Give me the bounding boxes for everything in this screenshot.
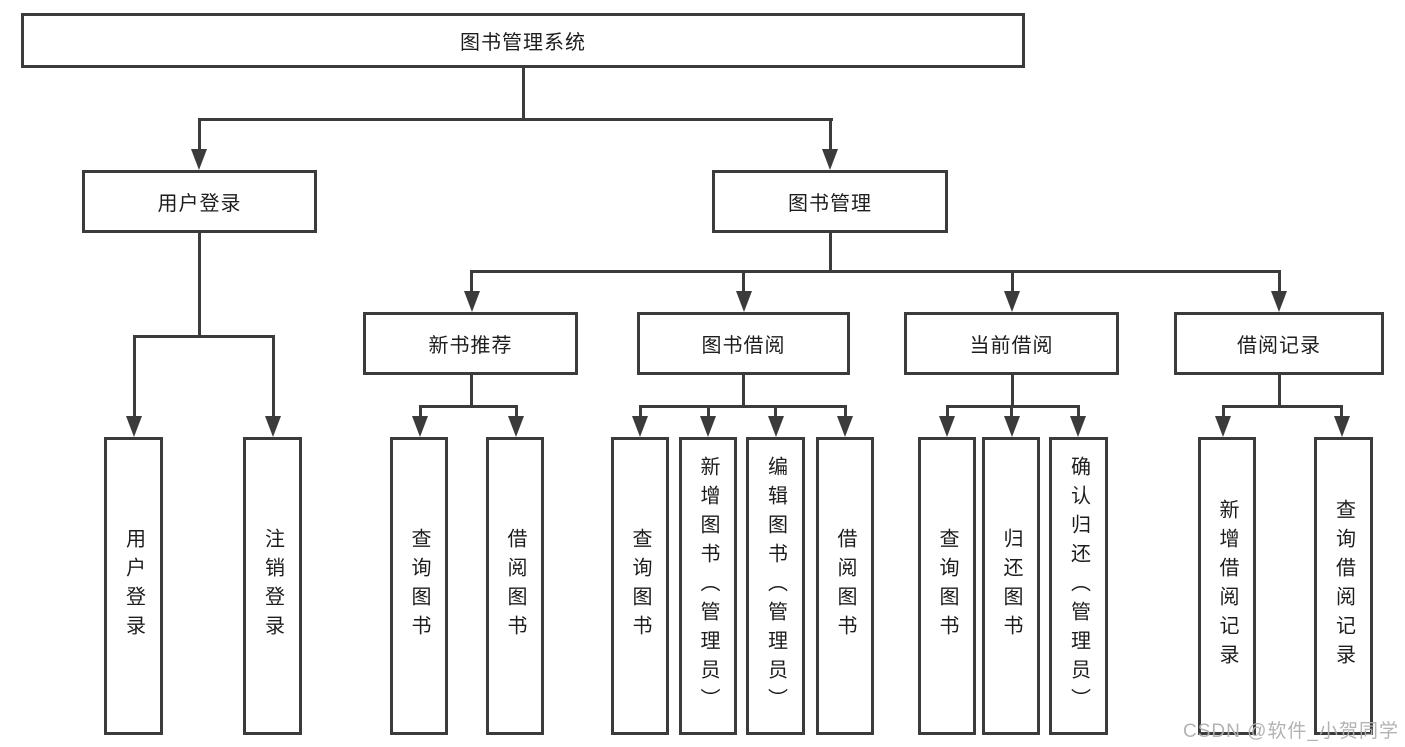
leaf-label: 注销登录 xyxy=(261,528,284,644)
arrow-down-icon xyxy=(700,416,716,437)
leaf-label: 新增借阅记录 xyxy=(1216,499,1238,673)
arrow-down-icon xyxy=(463,291,480,312)
leaf-query-book-recommend: 查询图书 xyxy=(390,437,448,735)
leaf-user-login: 用户登录 xyxy=(104,437,163,735)
arrow-down-icon xyxy=(767,416,784,437)
leaf-query-borrow-record: 查询借阅记录 xyxy=(1314,437,1373,735)
connector-line xyxy=(945,405,949,420)
node-book-borrow: 图书借阅 xyxy=(637,312,850,375)
connector-line xyxy=(271,335,275,420)
node-new-book-recommend: 新书推荐 xyxy=(363,312,578,375)
node-root: 图书管理系统 xyxy=(21,13,1025,68)
connector-records-drop xyxy=(1277,375,1281,408)
leaf-add-borrow-record: 新增借阅记录 xyxy=(1198,437,1256,735)
arrow-down-icon xyxy=(191,149,207,170)
leaf-add-book-admin: 新增图书（管理员） xyxy=(679,437,737,735)
connector-root-drop xyxy=(521,68,525,120)
leaf-return-book: 归还图书 xyxy=(982,437,1040,735)
connector-level2-rail xyxy=(197,118,833,121)
node-user-login: 用户登录 xyxy=(82,170,317,233)
node-label: 用户登录 xyxy=(157,193,242,215)
leaf-label: 查询图书 xyxy=(629,528,651,644)
csdn-watermark: CSDN @软件_小贺同学 xyxy=(1183,721,1399,742)
arrow-down-icon xyxy=(508,416,524,437)
leaf-query-book-borrow: 查询图书 xyxy=(611,437,669,735)
arrow-down-icon xyxy=(632,416,648,437)
connector-line xyxy=(1076,405,1080,420)
arrow-down-icon xyxy=(1215,416,1231,437)
node-current-borrow: 当前借阅 xyxy=(904,312,1119,375)
leaf-label: 用户登录 xyxy=(122,528,145,644)
leaf-label: 借阅图书 xyxy=(834,528,856,644)
connector-line xyxy=(742,270,745,295)
connector-line xyxy=(470,270,473,295)
connector-line xyxy=(197,118,201,156)
arrow-down-icon xyxy=(126,416,142,437)
connector-records-rail xyxy=(1221,405,1342,408)
connector-recommend-rail xyxy=(418,405,518,408)
connector-line xyxy=(132,335,136,420)
leaf-label: 查询图书 xyxy=(408,528,430,644)
arrow-down-icon xyxy=(1070,416,1086,437)
arrow-down-icon xyxy=(822,149,838,170)
leaf-label: 编辑图书（管理员） xyxy=(764,455,787,717)
connector-line xyxy=(1340,405,1343,420)
connector-recommend-drop xyxy=(470,375,473,408)
connector-line xyxy=(1221,405,1225,420)
connector-userlogin-rail xyxy=(132,335,275,338)
node-label: 新书推荐 xyxy=(428,335,513,357)
leaf-label: 归还图书 xyxy=(1000,528,1022,644)
leaf-borrow-book: 借阅图书 xyxy=(816,437,874,735)
arrow-down-icon xyxy=(412,416,428,437)
arrow-down-icon xyxy=(837,416,853,437)
node-book-management: 图书管理 xyxy=(712,170,948,233)
connector-line xyxy=(638,405,642,420)
leaf-query-book-current: 查询图书 xyxy=(918,437,976,735)
leaf-borrow-book-recommend: 借阅图书 xyxy=(486,437,544,735)
connector-line xyxy=(1010,270,1014,295)
leaf-label: 新增图书（管理员） xyxy=(697,455,719,717)
connector-line xyxy=(418,405,422,420)
connector-level3-rail xyxy=(470,270,1281,273)
connector-line xyxy=(1010,405,1013,420)
arrow-down-icon xyxy=(1333,416,1350,437)
node-borrow-records: 借阅记录 xyxy=(1174,312,1384,375)
arrow-down-icon xyxy=(1271,291,1287,312)
arrow-down-icon xyxy=(1004,291,1020,312)
node-label: 图书管理 xyxy=(788,193,872,215)
node-label: 图书借阅 xyxy=(701,335,786,357)
leaf-edit-book-admin: 编辑图书（管理员） xyxy=(746,437,805,735)
arrow-down-icon xyxy=(939,416,955,437)
connector-borrow-rail xyxy=(638,405,846,408)
arrow-down-icon xyxy=(265,416,281,437)
leaf-logout: 注销登录 xyxy=(243,437,302,735)
leaf-label: 查询图书 xyxy=(936,528,958,644)
node-label: 借阅记录 xyxy=(1237,335,1321,357)
node-label: 当前借阅 xyxy=(969,335,1054,357)
connector-line xyxy=(1277,270,1281,295)
connector-line xyxy=(706,405,710,420)
leaf-label: 确认归还（管理员） xyxy=(1067,455,1090,717)
node-root-label: 图书管理系统 xyxy=(460,32,586,54)
connector-line xyxy=(514,405,518,420)
leaf-label: 借阅图书 xyxy=(504,528,526,644)
leaf-confirm-return-admin: 确认归还（管理员） xyxy=(1049,437,1108,735)
arrow-down-icon xyxy=(735,291,752,312)
connector-line xyxy=(843,405,847,420)
connector-line xyxy=(774,405,777,420)
connector-line xyxy=(828,118,832,156)
arrow-down-icon xyxy=(1003,416,1020,437)
leaf-label: 查询借阅记录 xyxy=(1332,499,1355,673)
connector-bookmgmt-drop xyxy=(828,233,832,273)
connector-userlogin-drop xyxy=(198,233,201,337)
connector-current-drop xyxy=(1010,375,1014,408)
connector-borrow-drop xyxy=(742,375,745,408)
